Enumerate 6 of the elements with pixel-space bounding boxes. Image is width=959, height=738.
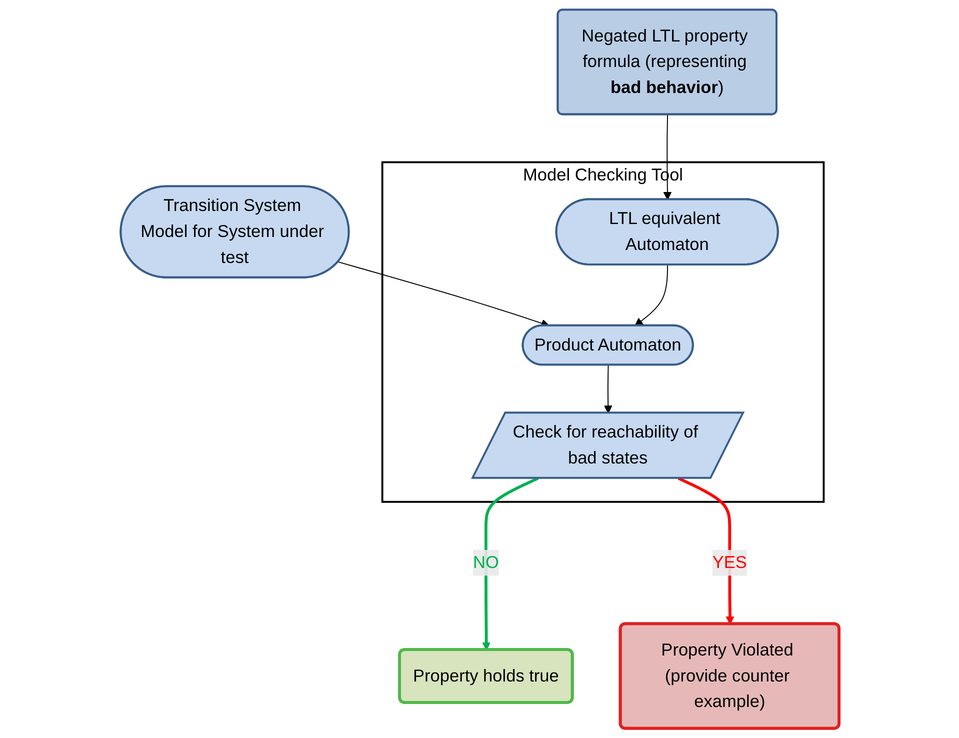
arrow: [337, 261, 550, 328]
edge-label: NO: [472, 552, 499, 572]
arrow: [604, 364, 612, 414]
edge-label: YES: [712, 552, 747, 572]
arrow: [662, 114, 672, 200]
arrow: [634, 264, 668, 326]
